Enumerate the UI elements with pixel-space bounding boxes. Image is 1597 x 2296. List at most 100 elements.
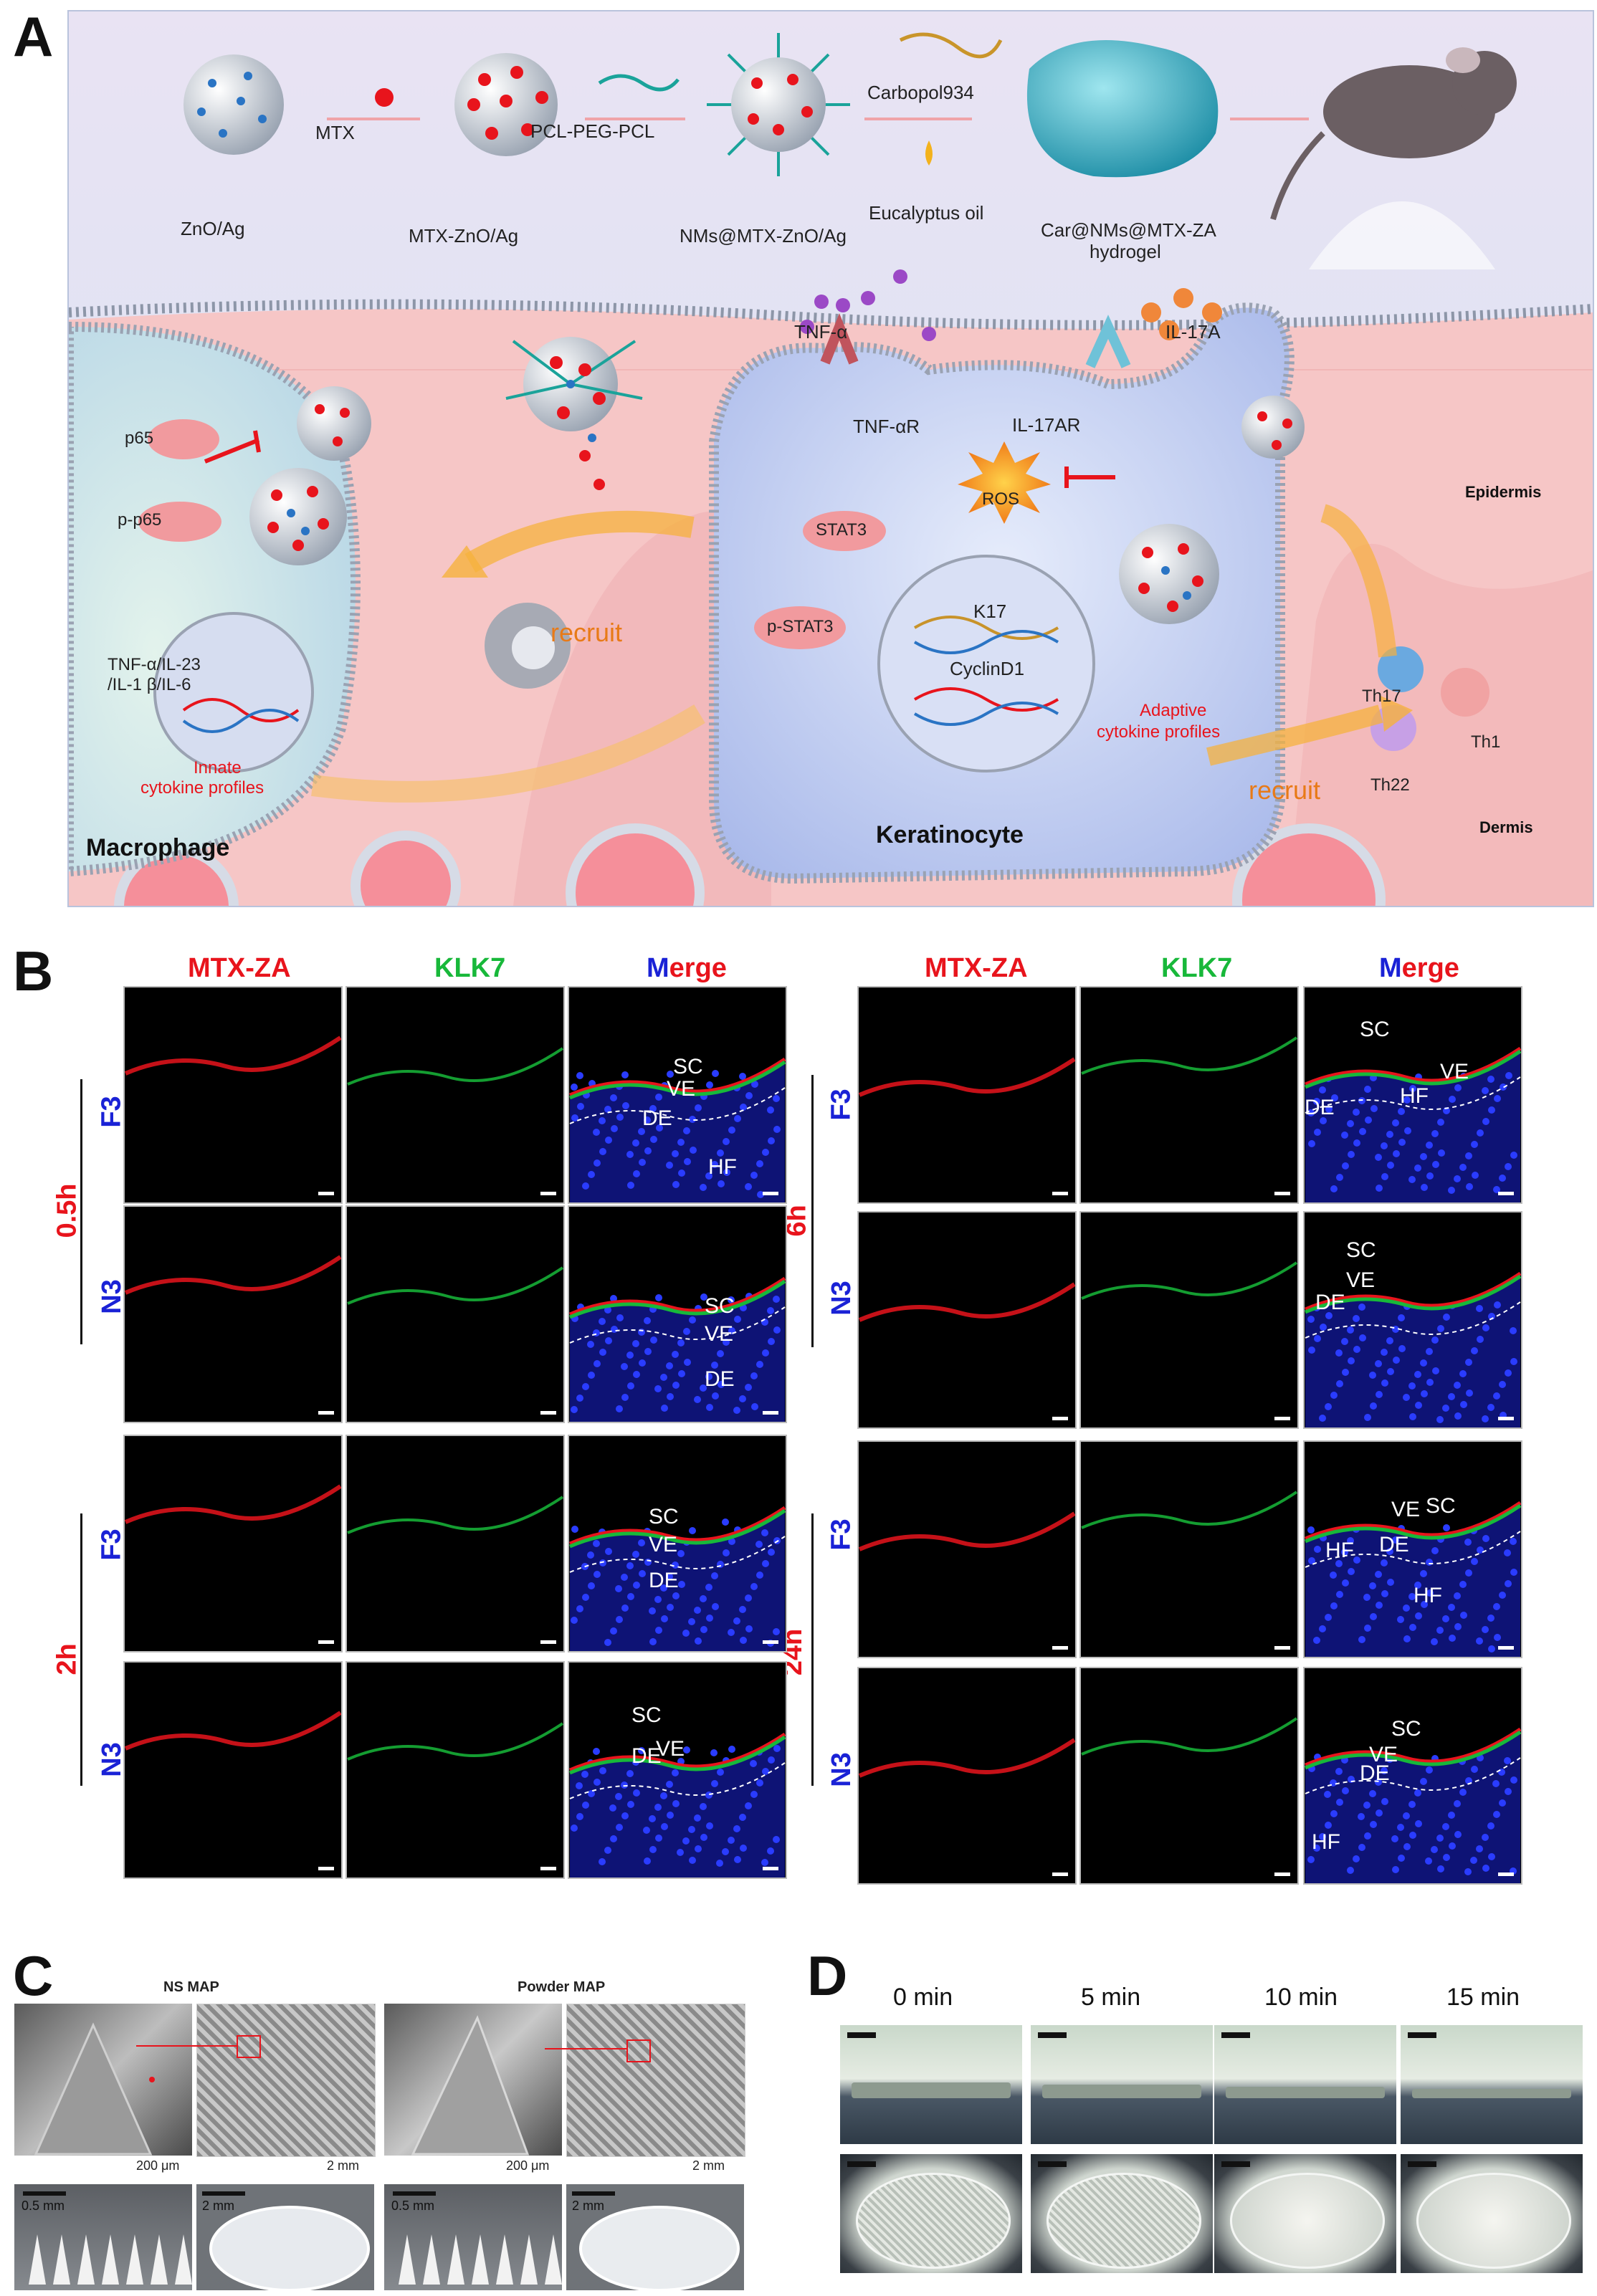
label-p-stat3: p-STAT3 (767, 617, 834, 636)
label-5-min: 5 min (1081, 1984, 1141, 2011)
label-zno-ag: ZnO/Ag (181, 218, 245, 239)
side-view-photo (1214, 2025, 1396, 2144)
label-mtx-zno-ag: MTX-ZnO/Ag (409, 225, 519, 247)
label-keratinocyte: Keratinocyte (876, 821, 1024, 848)
scale-bar (1221, 2032, 1250, 2038)
patch-top (1416, 2173, 1571, 2269)
scale-bar (1052, 1872, 1068, 1876)
scale-bar (1498, 1872, 1514, 1876)
scale-bar (1408, 2161, 1436, 2167)
scale-bar (763, 1192, 778, 1195)
patch-top (1047, 2173, 1201, 2269)
fluorescence-klk7-image (1079, 986, 1299, 1204)
label-cyto-2: /IL-1 β/IL-6 (108, 675, 191, 694)
layer-label-sc: SC (705, 1294, 735, 1318)
label-10-min: 10 min (1264, 1984, 1338, 2011)
scale-bar (1052, 1646, 1068, 1650)
photo-ns-patch (196, 2184, 374, 2290)
patch-side (1226, 2087, 1385, 2098)
sem-ns-array (196, 2004, 376, 2157)
scale-bar (1052, 1192, 1068, 1195)
row-bracket-6h (811, 1075, 814, 1347)
label-cyclind1: CyclinD1 (950, 658, 1025, 679)
label-dermis: Dermis (1479, 818, 1533, 836)
schematic-drawing (69, 11, 1593, 906)
panel-label-d: D (807, 1944, 848, 2007)
label-il17ar: IL-17AR (1012, 414, 1081, 436)
merge-rest: erge (669, 953, 727, 983)
fluorescence-klk7-image (345, 1205, 565, 1423)
side-view-photo (840, 2025, 1022, 2144)
col-header-klk7-left: KLK7 (434, 953, 506, 983)
zoom-box-ns (237, 2035, 261, 2058)
scale-2mm-powder: 2 mm (692, 2158, 725, 2173)
label-stat3: STAT3 (816, 520, 867, 540)
layer-label-ve: VE (1369, 1743, 1398, 1766)
label-il17a: IL-17A (1165, 321, 1221, 343)
label-0-min: 0 min (893, 1984, 953, 2011)
label-pcl-peg-pcl: PCL-PEG-PCL (530, 120, 655, 142)
label-eucalyptus: Eucalyptus oil (869, 202, 984, 224)
photo-powder-patch (566, 2184, 744, 2290)
label-15-min: 15 min (1446, 1984, 1520, 2011)
layer-label-de: DE (631, 1744, 662, 1768)
row-label-0-5h: 0.5h (52, 1183, 82, 1238)
fluorescence-mtx-image (123, 986, 343, 1204)
scale-bar (1052, 1417, 1068, 1420)
scale-bar (1274, 1646, 1290, 1650)
layer-label-de: DE (705, 1367, 735, 1391)
fluorescence-klk7-image (345, 1435, 565, 1652)
col-header-merge-left: Merge (647, 953, 727, 984)
label-hydrogel-2: hydrogel (1090, 241, 1161, 262)
row-label-f3-r2: F3 (826, 1518, 857, 1551)
layer-label-hf: HF (708, 1155, 737, 1179)
layer-label-de: DE (1360, 1761, 1390, 1785)
patch-side (852, 2082, 1011, 2098)
panel-label-c: C (13, 1944, 54, 2007)
scale-200um-ns: 200 μm (136, 2158, 180, 2173)
label-cyto-1: TNF-α/IL-23 (108, 655, 201, 674)
layer-label-ve: VE (1440, 1060, 1469, 1084)
top-view-photo (1401, 2154, 1583, 2273)
patch-side (1412, 2089, 1571, 2098)
merge-m: M (1379, 953, 1402, 983)
layer-label-hf: HF (1414, 1584, 1442, 1607)
scale-2mm-ns: 2 mm (327, 2158, 359, 2173)
row-label-f3-r1: F3 (826, 1089, 857, 1121)
scale-bar (540, 1640, 556, 1644)
layer-label-sc: SC (1360, 1018, 1390, 1041)
row-label-n3-r1: N3 (826, 1281, 857, 1316)
label-tnf-alpha-r: TNF-αR (853, 416, 920, 437)
scale-bar (318, 1640, 334, 1644)
label-recruit-left: recruit (550, 618, 623, 647)
label-nms-mtx-zno-ag: NMs@MTX-ZnO/Ag (680, 225, 847, 247)
scale-bar (847, 2032, 876, 2038)
layer-label-sc: SC (1391, 1717, 1421, 1741)
layer-label-sc: SC (1346, 1238, 1376, 1262)
label-ros: ROS (982, 489, 1020, 509)
photo-ns-needles (14, 2184, 192, 2290)
fluorescence-mtx-image (857, 1440, 1077, 1658)
scale-bar (318, 1867, 334, 1870)
scale-bar (540, 1192, 556, 1195)
top-view-photo (1031, 2154, 1213, 2273)
scale-bar (318, 1411, 334, 1415)
row-label-2h: 2h (52, 1643, 82, 1675)
zoom-line-ns (136, 2045, 237, 2047)
patch-side (1042, 2085, 1201, 2098)
label-th17: Th17 (1362, 687, 1401, 706)
label-adaptive-1: Adaptive (1140, 701, 1207, 720)
layer-label-sc: SC (673, 1055, 703, 1078)
label-th22: Th22 (1370, 775, 1410, 795)
layer-label-de: DE (1379, 1533, 1409, 1556)
patch-top (856, 2173, 1011, 2269)
row-bracket-2h (80, 1513, 82, 1786)
scale-bar (1038, 2161, 1067, 2167)
fluorescence-klk7-image (1079, 1667, 1299, 1885)
label-innate-2: cytokine profiles (140, 778, 264, 798)
layer-label-de: DE (1315, 1291, 1345, 1314)
